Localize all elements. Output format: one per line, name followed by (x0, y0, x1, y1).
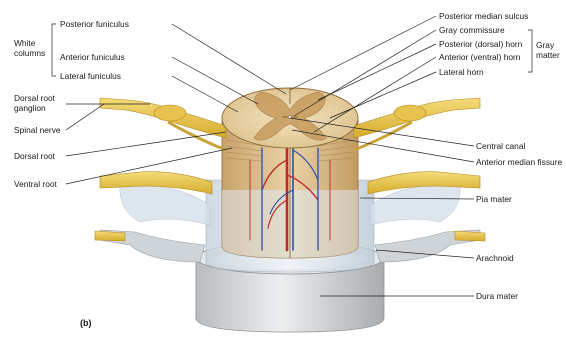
label-lateral-funiculus: Lateral funiculus (60, 71, 121, 81)
label-white-columns-2: columns (14, 48, 45, 58)
label-dorsal-root-ganglion-1: Dorsal root (14, 93, 56, 103)
label-anterior-median-fissure: Anterior median fissure (476, 157, 562, 167)
panel-label: (b) (80, 318, 92, 328)
label-arachnoid: Arachnoid (476, 253, 514, 263)
dorsal-root-ganglion-left (154, 105, 186, 121)
label-spinal-nerve: Spinal nerve (14, 125, 61, 135)
label-posterior-funiculus: Posterior funiculus (60, 19, 129, 29)
label-gray-commissure: Gray commissure (439, 25, 505, 35)
label-ventral-root: Ventral root (14, 179, 58, 189)
label-central-canal: Central canal (476, 141, 525, 151)
dorsal-root-ganglion-right (394, 105, 426, 121)
label-gray-matter-1: Gray (536, 40, 555, 50)
label-anterior-horn: Anterior (ventral) horn (439, 52, 521, 62)
label-gray-matter-2: matter (536, 50, 560, 60)
label-posterior-median-sulcus: Posterior median sulcus (439, 11, 528, 21)
label-lateral-horn: Lateral horn (439, 67, 484, 77)
label-posterior-horn: Posterior (dorsal) horn (439, 39, 523, 49)
label-pia-mater: Pia mater (476, 194, 512, 204)
label-white-columns-1: White (14, 38, 36, 48)
label-anterior-funiculus: Anterior funiculus (60, 52, 125, 62)
label-dorsal-root: Dorsal root (14, 151, 56, 161)
label-dorsal-root-ganglion-2: ganglion (14, 103, 46, 113)
label-dura-mater: Dura mater (476, 291, 518, 301)
